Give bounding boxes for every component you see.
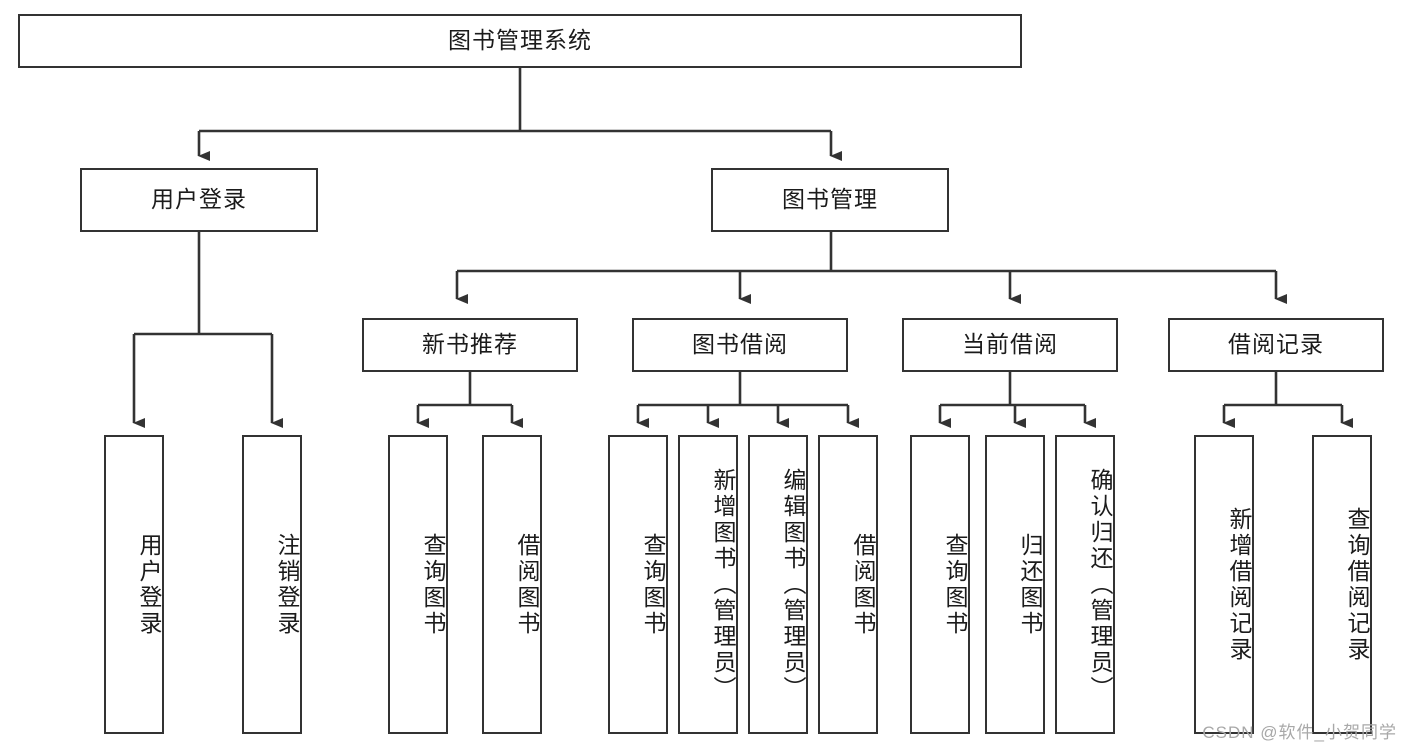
node-leaf-user-login[interactable]: 用户登录	[104, 435, 164, 734]
node-label: 归还图书	[1017, 532, 1043, 637]
node-book-borrow[interactable]: 图书借阅	[632, 318, 848, 372]
node-leaf-query-book-3[interactable]: 查询图书	[910, 435, 970, 734]
node-label: 用户登录	[136, 532, 162, 637]
node-leaf-confirm-return-admin[interactable]: 确认归还（管理员）	[1055, 435, 1115, 734]
node-user-login[interactable]: 用户登录	[80, 168, 318, 232]
node-label: 查询图书	[942, 532, 968, 637]
node-label: 编辑图书（管理员）	[780, 467, 806, 702]
node-book-management[interactable]: 图书管理	[711, 168, 949, 232]
node-label: 查询图书	[640, 532, 666, 637]
node-borrow-record[interactable]: 借阅记录	[1168, 318, 1384, 372]
node-leaf-borrow-book-1[interactable]: 借阅图书	[482, 435, 542, 734]
node-label: 查询图书	[420, 532, 446, 637]
node-leaf-return-book[interactable]: 归还图书	[985, 435, 1045, 734]
node-leaf-add-book-admin[interactable]: 新增图书（管理员）	[678, 435, 738, 734]
node-label: 新增借阅记录	[1226, 506, 1252, 663]
node-label: 图书借阅	[692, 331, 788, 358]
node-leaf-query-borrow-record[interactable]: 查询借阅记录	[1312, 435, 1372, 734]
node-leaf-borrow-book-2[interactable]: 借阅图书	[818, 435, 878, 734]
node-label: 图书管理	[782, 186, 878, 213]
node-book-management-system[interactable]: 图书管理系统	[18, 14, 1022, 68]
node-label: 借阅图书	[514, 532, 540, 637]
node-leaf-logout-login[interactable]: 注销登录	[242, 435, 302, 734]
node-leaf-query-book-1[interactable]: 查询图书	[388, 435, 448, 734]
node-leaf-edit-book-admin[interactable]: 编辑图书（管理员）	[748, 435, 808, 734]
node-label: 借阅图书	[850, 532, 876, 637]
node-label: 确认归还（管理员）	[1087, 467, 1113, 702]
node-label: 查询借阅记录	[1344, 506, 1370, 663]
node-leaf-query-book-2[interactable]: 查询图书	[608, 435, 668, 734]
node-label: 用户登录	[151, 186, 247, 213]
node-new-book-recommend[interactable]: 新书推荐	[362, 318, 578, 372]
watermark: CSDN @软件_小贺同学	[1202, 723, 1397, 742]
node-current-borrow[interactable]: 当前借阅	[902, 318, 1118, 372]
node-label: 当前借阅	[962, 331, 1058, 358]
node-label: 新增图书（管理员）	[710, 467, 736, 702]
node-label: 借阅记录	[1228, 331, 1324, 358]
node-label: 新书推荐	[422, 331, 518, 358]
node-label: 图书管理系统	[448, 27, 592, 54]
node-label: 注销登录	[274, 532, 300, 637]
node-leaf-add-borrow-record[interactable]: 新增借阅记录	[1194, 435, 1254, 734]
